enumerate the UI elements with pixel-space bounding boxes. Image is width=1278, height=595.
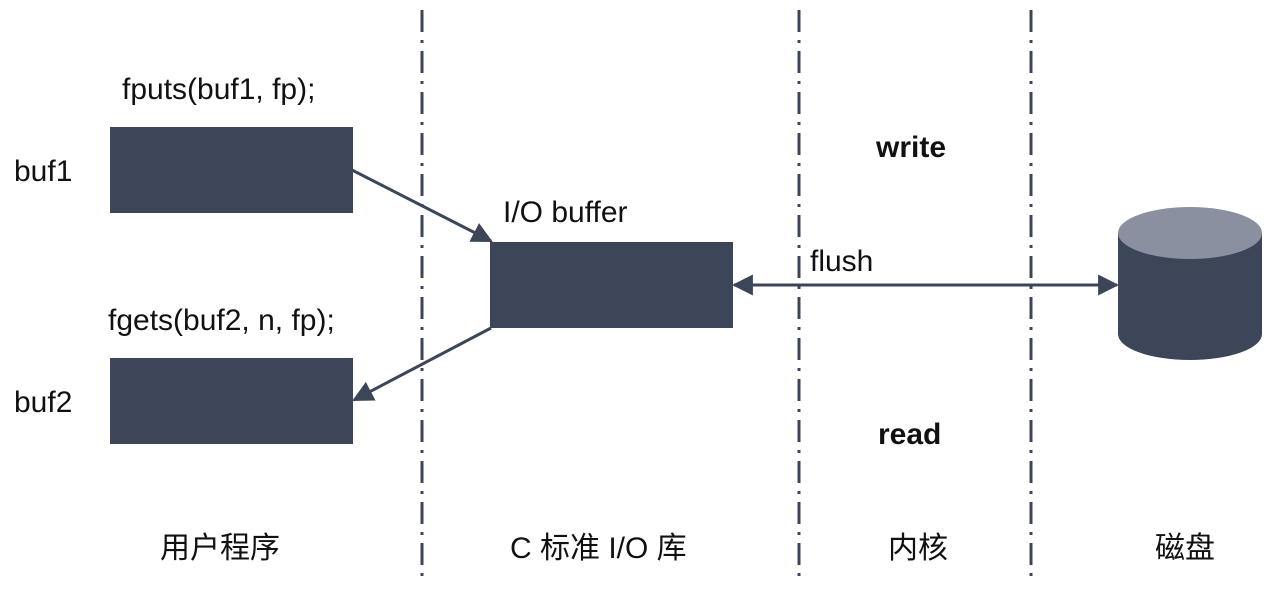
read-label: read <box>878 418 942 451</box>
fputs-call-label: fputs(buf1, fp); <box>122 73 316 106</box>
region-disk: 磁盘 <box>1155 532 1215 565</box>
region-kernel: 内核 <box>888 532 948 565</box>
buf1-to-buffer-arrow <box>351 168 493 243</box>
io-buffer-label: I/O buffer <box>503 196 628 229</box>
fgets-call-label: fgets(buf2, n, fp); <box>108 304 335 337</box>
flush-label: flush <box>810 245 874 278</box>
region-c-stdio: C 标准 I/O 库 <box>510 532 687 565</box>
buf2-label: buf2 <box>14 386 73 419</box>
buffer-to-buf2-arrow <box>352 326 492 402</box>
buf2-box <box>110 358 353 444</box>
region-user-program: 用户程序 <box>160 532 280 565</box>
disk-icon <box>1118 207 1262 360</box>
io-buffer-box <box>490 242 733 328</box>
buf1-label: buf1 <box>14 155 73 188</box>
write-label: write <box>876 131 947 164</box>
buf1-box <box>110 127 353 213</box>
